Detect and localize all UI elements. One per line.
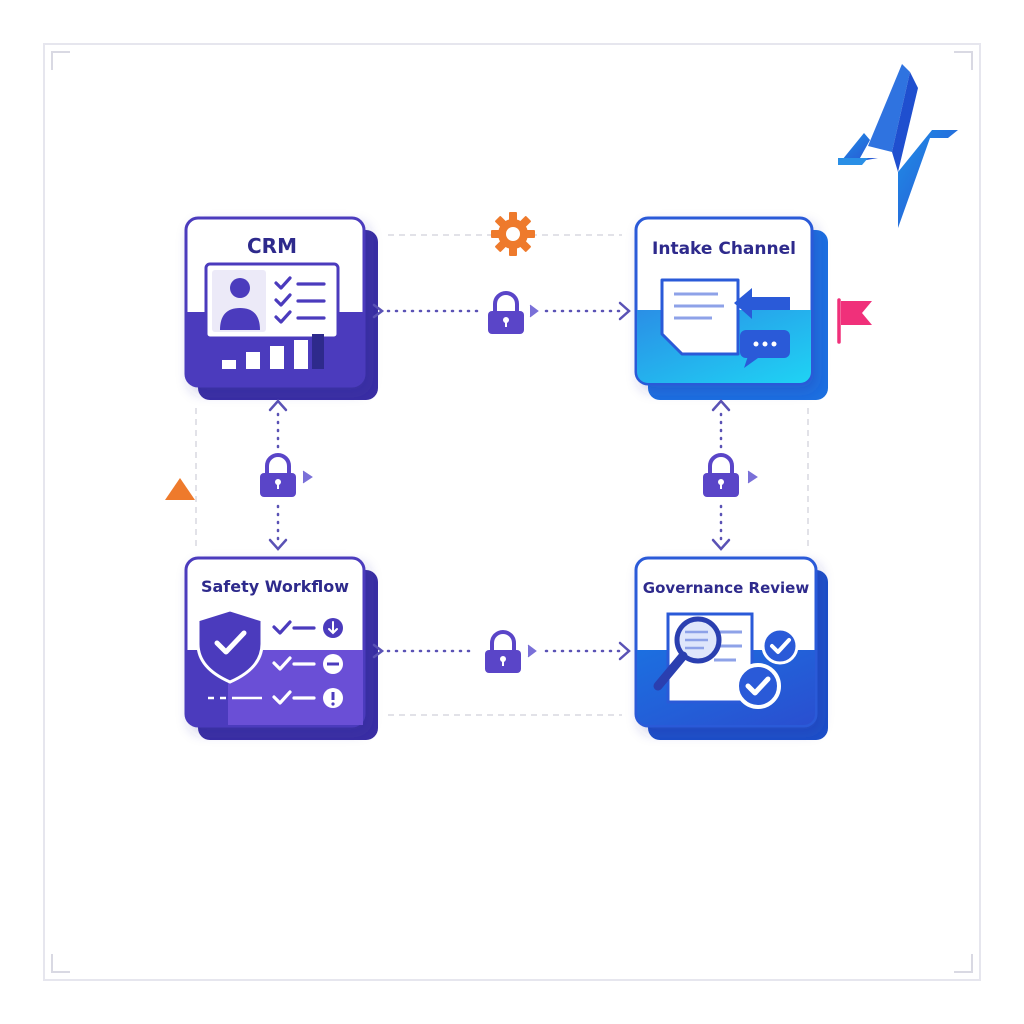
governance-review-title: Governance Review bbox=[643, 579, 810, 597]
shield-check-icon bbox=[196, 608, 264, 684]
outer-frame bbox=[43, 43, 981, 981]
checklist-icon bbox=[274, 276, 326, 324]
bar-chart-icon bbox=[222, 334, 324, 369]
crm-title: CRM bbox=[247, 234, 297, 258]
chat-bubble-icon bbox=[740, 330, 790, 368]
document-icon bbox=[660, 278, 740, 356]
connector-crm-intake bbox=[372, 291, 631, 334]
governance-review-node[interactable]: Governance Review bbox=[634, 556, 828, 740]
padlock-icon bbox=[260, 453, 296, 497]
flag-icon bbox=[837, 298, 872, 344]
intake-channel-title: Intake Channel bbox=[652, 239, 796, 259]
warning-triangle-icon bbox=[165, 478, 195, 500]
status-list-icon bbox=[208, 618, 343, 708]
magnifier-document-icon bbox=[653, 612, 754, 704]
guide-lines bbox=[195, 234, 809, 716]
connector-safety-governance bbox=[372, 630, 631, 673]
safety-workflow-node[interactable]: Safety Workflow bbox=[184, 556, 378, 740]
connector-intake-governance bbox=[703, 399, 758, 551]
safety-workflow-title: Safety Workflow bbox=[201, 577, 349, 596]
padlock-icon bbox=[488, 291, 524, 334]
intake-channel-node[interactable]: Intake Channel bbox=[634, 216, 828, 400]
crm-node[interactable]: CRM bbox=[184, 216, 378, 400]
padlock-icon bbox=[703, 453, 739, 497]
padlock-icon bbox=[485, 630, 521, 673]
check-badge-icon bbox=[735, 627, 799, 709]
reply-arrow-icon bbox=[734, 288, 790, 319]
zigzag-logo bbox=[838, 64, 958, 228]
connector-crm-safety bbox=[260, 399, 313, 551]
gear-icon bbox=[491, 212, 535, 256]
